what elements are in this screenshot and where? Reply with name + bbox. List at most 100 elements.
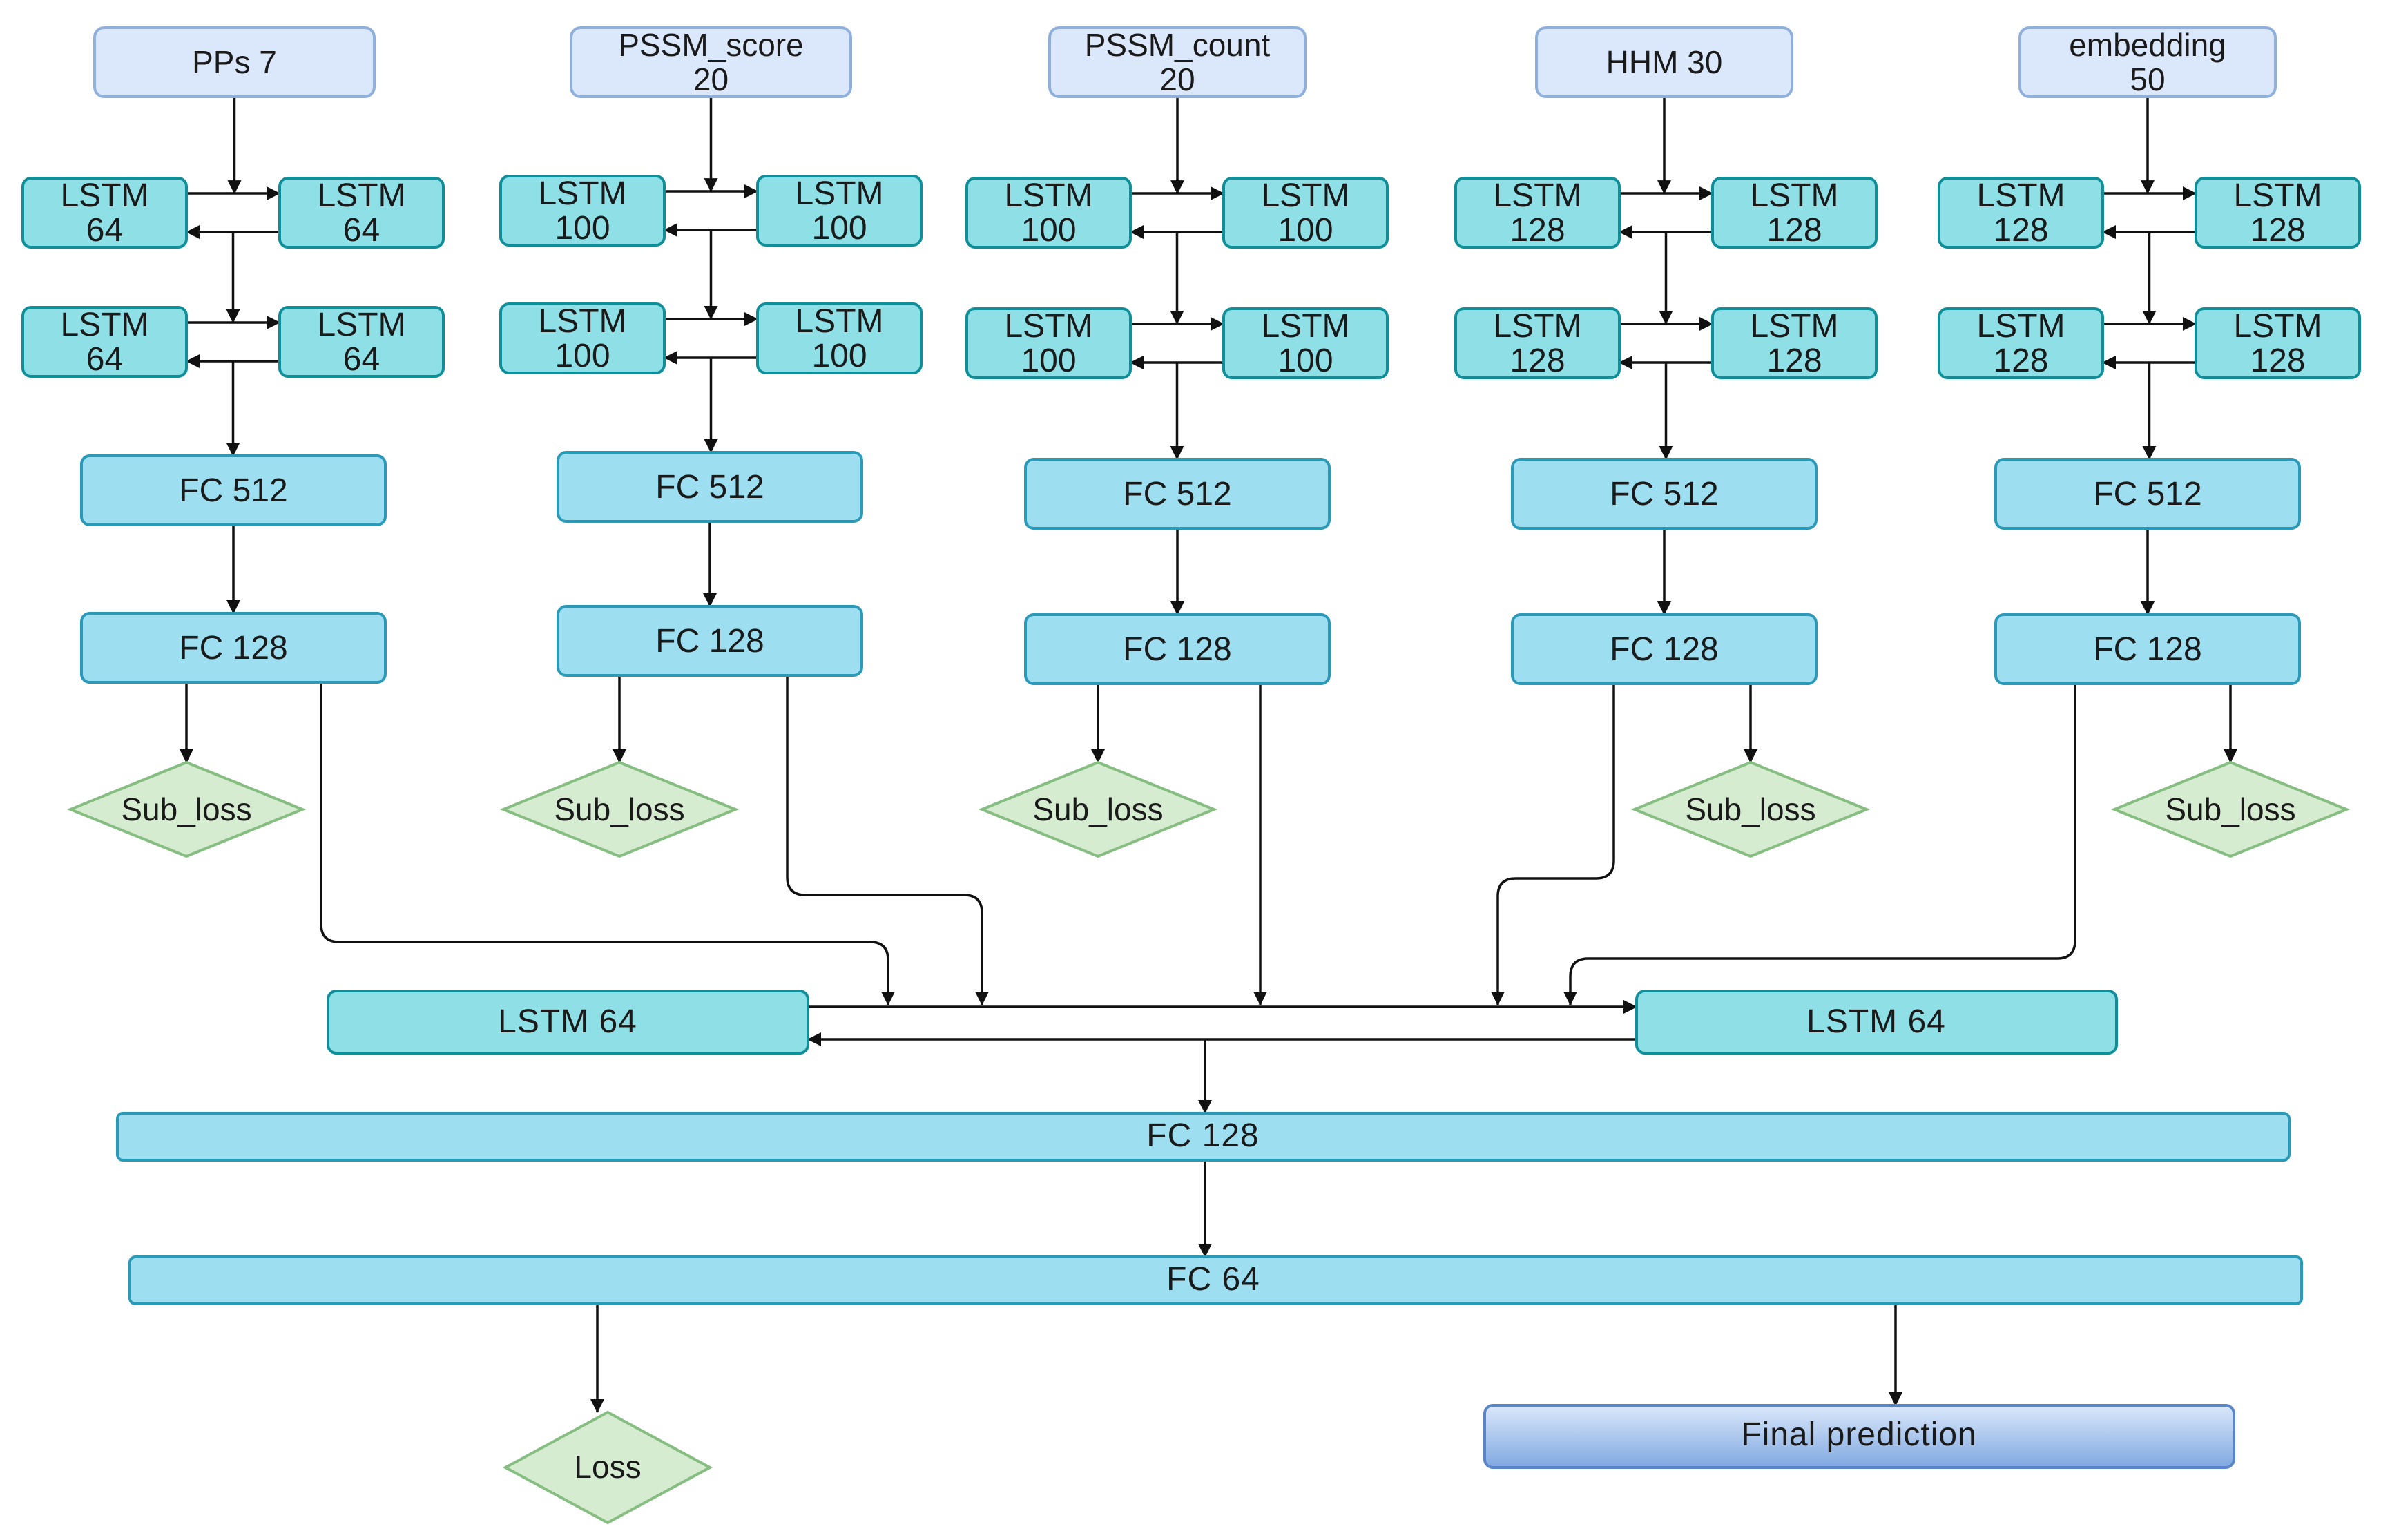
lstm-backward-2 xyxy=(1711,307,1878,379)
sub-loss-diamond xyxy=(978,760,1218,858)
lstm-backward-2 xyxy=(278,306,445,378)
lstm-forward-label-line-1: LSTM xyxy=(60,307,148,343)
lstm-backward-label-line-2: 128 xyxy=(2250,212,2305,249)
lstm-backward-label-line-2: 64 xyxy=(343,341,380,378)
sub-loss-diamond xyxy=(2110,760,2351,858)
lstm-backward-label-line-2: 128 xyxy=(1766,212,1822,249)
lstm-backward-2 xyxy=(2195,307,2361,379)
arrow-path xyxy=(786,675,989,1005)
fc-512-box xyxy=(1024,458,1331,530)
loss-diamond: Loss xyxy=(502,1410,713,1525)
fc-512-label: FC 512 xyxy=(179,472,287,509)
fc-128-wide: FC 128 xyxy=(116,1112,2291,1162)
lstm-forward-2 xyxy=(965,307,1132,379)
fc-128-label: FC 128 xyxy=(1610,631,1718,668)
loss-label: Loss xyxy=(574,1449,641,1485)
merge-lstm-left-label: LSTM 64 xyxy=(498,1003,637,1040)
lstm-forward-2 xyxy=(21,306,188,378)
lstm-backward-1 xyxy=(756,175,923,247)
fc-128-box xyxy=(1511,613,1818,685)
merge-bilstm: LSTM 64 LSTM 64 xyxy=(327,990,2118,1055)
lstm-forward-1 xyxy=(1454,177,1621,249)
lstm-forward-label-line-1: LSTM xyxy=(1976,308,2065,345)
lstm-forward-label-line-1: LSTM xyxy=(1004,177,1092,214)
lstm-forward-label-line-2: 100 xyxy=(1021,343,1076,379)
lstm-backward-label-line-1: LSTM xyxy=(1261,308,1349,345)
sub-loss-label: Sub_loss xyxy=(121,791,251,827)
fc-128-box xyxy=(80,612,387,684)
final-prediction-box xyxy=(1483,1404,2235,1469)
lstm-forward-label-line-1: LSTM xyxy=(60,177,148,214)
branch-3: PSSM_count20LSTM100LSTM100LSTM100LSTM100… xyxy=(965,26,1389,858)
merge-lstm-left xyxy=(327,990,809,1055)
input-label-line-2: 50 xyxy=(2130,61,2165,97)
fc-128-wide-label: FC 128 xyxy=(1146,1117,1259,1154)
branch-2: PSSM_score20LSTM100LSTM100LSTM100LSTM100… xyxy=(499,26,923,858)
fc-512-box xyxy=(80,454,387,526)
lstm-backward-2 xyxy=(756,302,923,374)
lstm-forward-label-line-1: LSTM xyxy=(538,303,626,340)
input-label-line-1: embedding xyxy=(2069,27,2226,63)
fc-512-label: FC 512 xyxy=(1610,476,1718,512)
final-prediction: Final prediction xyxy=(1483,1404,2235,1469)
merge-lstm-right xyxy=(1635,990,2118,1055)
input-label: HHM 30 xyxy=(1606,44,1723,80)
lstm-forward-2 xyxy=(1938,307,2104,379)
lstm-forward-label-line-1: LSTM xyxy=(538,175,626,212)
sub-loss-diamond xyxy=(499,760,740,858)
lstm-backward-label-line-1: LSTM xyxy=(317,307,405,343)
lstm-forward-label-line-2: 128 xyxy=(1993,343,2048,379)
lstm-backward-1 xyxy=(278,177,445,249)
input-label-line-1: PSSM_count xyxy=(1085,27,1271,63)
lstm-backward-1 xyxy=(2195,177,2361,249)
input-label: PPs 7 xyxy=(192,44,277,80)
merge-lstm-right-label: LSTM 64 xyxy=(1806,1003,1946,1040)
lstm-backward-label-line-2: 100 xyxy=(811,338,867,374)
lstm-backward-label-line-2: 64 xyxy=(343,212,380,249)
lstm-backward-label-line-1: LSTM xyxy=(1750,177,1838,214)
lstm-forward-label-line-1: LSTM xyxy=(1493,308,1581,345)
fc-128-label: FC 128 xyxy=(655,623,764,660)
input-label-line-2: 20 xyxy=(1159,61,1195,97)
fc-64-wide-box xyxy=(128,1255,2303,1305)
lstm-forward-label-line-2: 100 xyxy=(555,338,610,374)
lstm-backward-label-line-1: LSTM xyxy=(317,177,405,214)
input-box xyxy=(93,26,376,98)
loss-diamond-shape xyxy=(502,1410,713,1525)
input-box xyxy=(1048,26,1307,98)
sub-loss-label: Sub_loss xyxy=(554,791,684,827)
lstm-backward-label-line-1: LSTM xyxy=(795,303,883,340)
lstm-backward-label-line-1: LSTM xyxy=(1750,308,1838,345)
arrow-path xyxy=(1563,684,2076,1005)
lstm-backward-label-line-1: LSTM xyxy=(795,175,883,212)
lstm-backward-label-line-2: 100 xyxy=(1278,343,1333,379)
fc-128-wide-box xyxy=(116,1112,2291,1162)
lstm-forward-label-line-2: 128 xyxy=(1510,343,1565,379)
fc-128-box xyxy=(557,605,863,677)
lstm-forward-label-line-1: LSTM xyxy=(1493,177,1581,214)
lstm-forward-label-line-2: 64 xyxy=(86,341,123,378)
fc-128-box xyxy=(1024,613,1331,685)
connector-arrows xyxy=(180,97,2237,1413)
sub-loss-label: Sub_loss xyxy=(1032,791,1163,827)
lstm-forward-label-line-2: 100 xyxy=(1021,212,1076,249)
lstm-forward-label-line-1: LSTM xyxy=(1976,177,2065,214)
input-box xyxy=(1535,26,1793,98)
sub-loss-diamond xyxy=(66,760,307,858)
lstm-forward-label-line-2: 128 xyxy=(1510,212,1565,249)
lstm-forward-2 xyxy=(499,302,666,374)
branch-5: embedding50LSTM128LSTM128LSTM128LSTM128F… xyxy=(1938,26,2361,858)
fc-512-label: FC 512 xyxy=(2093,476,2201,512)
lstm-forward-label-line-2: 128 xyxy=(1993,212,2048,249)
final-prediction-label: Final prediction xyxy=(1741,1416,1977,1453)
fc-512-box xyxy=(1511,458,1818,530)
lstm-backward-label-line-2: 100 xyxy=(811,210,867,247)
fc-64-wide-label: FC 64 xyxy=(1166,1261,1260,1298)
lstm-forward-1 xyxy=(965,177,1132,249)
fc-512-label: FC 512 xyxy=(655,469,764,506)
input-box xyxy=(2018,26,2277,98)
lstm-forward-1 xyxy=(499,175,666,247)
lstm-backward-label-line-2: 128 xyxy=(2250,343,2305,379)
